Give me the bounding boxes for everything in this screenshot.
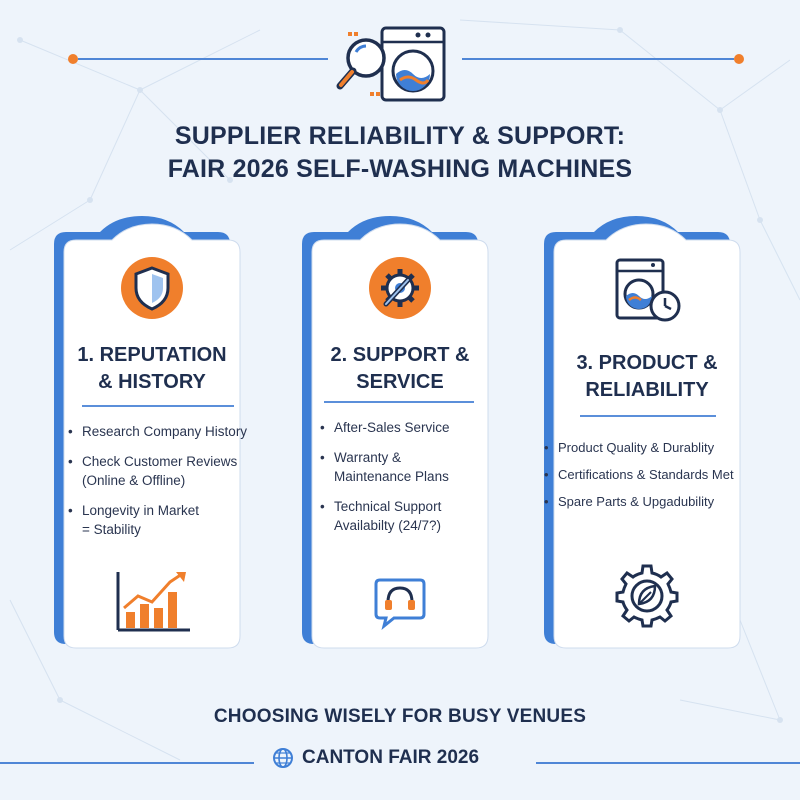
list-item: Spare Parts & Upgadubility: [544, 492, 754, 511]
shield-icon: [121, 257, 183, 319]
card-frame: [544, 216, 741, 649]
list-item: Check Customer Reviews (Online & Offline): [68, 452, 252, 490]
card-bullet-list: After-Sales Service Warranty & Maintenanc…: [320, 418, 498, 546]
list-item-line-1: Technical Support: [334, 499, 442, 514]
page-title-line-2: FAIR 2026 SELF-WASHING MACHINES: [167, 155, 633, 183]
globe-icon: [273, 748, 293, 768]
page-title-line-1: SUPPLIER RELIABILITY & SUPPORT:: [174, 122, 626, 150]
washer-clock-icon: [615, 258, 681, 322]
header-dot-left: [68, 54, 78, 64]
list-item-line-2: (Online & Offline): [82, 473, 186, 488]
list-item: Research Company History: [68, 422, 252, 441]
footer-tagline: CHOOSING WISELY FOR BUSY VENUES: [213, 706, 587, 727]
card-support-service: 2. SUPPORT & SERVICE After-Sales Service…: [298, 216, 502, 652]
list-item: Longevity in Market = Stability: [68, 501, 252, 539]
list-item: Warranty & Maintenance Plans: [320, 448, 498, 486]
footer-line-right: [536, 762, 800, 764]
card-product-reliability: 3. PRODUCT & RELIABILITY Product Quality…: [540, 216, 744, 652]
card-icon-wrap: [298, 256, 502, 320]
card-bottom-icon-wrap: [540, 562, 754, 630]
list-item: After-Sales Service: [320, 418, 498, 437]
card-bottom-icon-wrap: [298, 574, 502, 630]
card-title-line-2: SERVICE: [356, 371, 444, 393]
card-title-line-2: RELIABILITY: [585, 379, 709, 401]
list-item-line-2: = Stability: [82, 522, 141, 537]
gear-leaf-icon: [615, 564, 679, 628]
card-icon-wrap: [540, 254, 754, 326]
header-line-left: [78, 58, 328, 60]
list-item: Certifications & Standards Met: [544, 465, 754, 484]
card-bullet-list: Product Quality & Durablity Certificatio…: [544, 438, 754, 519]
card-title-line-1: 3. PRODUCT &: [576, 352, 718, 374]
card-bullet-list: Research Company History Check Customer …: [68, 422, 252, 550]
card-reputation-history: 1. REPUTATION & HISTORY Research Company…: [50, 216, 254, 652]
wrench-gear-icon: [369, 257, 431, 319]
card-title: 3. PRODUCT & RELIABILITY: [540, 350, 754, 404]
footer-brand: CANTON FAIR 2026: [272, 747, 479, 769]
headset-chat-icon: [374, 578, 426, 630]
magnifier-washing-machine-icon: [336, 26, 446, 102]
card-divider: [324, 401, 474, 403]
footer-brand-text: CANTON FAIR 2026: [302, 747, 480, 768]
footer-line-left: [0, 762, 254, 764]
list-item-line-1: Research Company History: [82, 424, 248, 439]
list-item-line-1: Longevity in Market: [82, 503, 200, 518]
list-item-line-1: Check Customer Reviews: [82, 454, 238, 469]
card-icon-wrap: [50, 256, 254, 320]
growth-chart-icon: [116, 572, 190, 632]
list-item-line-1: Product Quality & Durablity: [558, 440, 715, 455]
list-item-line-2: Availabilty (24/7?): [334, 518, 442, 533]
card-title: 2. SUPPORT & SERVICE: [298, 342, 502, 396]
card-title-line-1: 1. REPUTATION: [77, 344, 227, 366]
header-dot-right: [734, 54, 744, 64]
card-title-line-1: 2. SUPPORT &: [330, 344, 470, 366]
list-item-line-1: Warranty &: [334, 450, 402, 465]
card-divider: [580, 415, 716, 417]
card-bottom-icon-wrap: [50, 568, 254, 634]
list-item-line-2: Maintenance Plans: [334, 469, 449, 484]
list-item: Product Quality & Durablity: [544, 438, 754, 457]
list-item-line-1: Certifications & Standards Met: [558, 467, 734, 482]
list-item-line-1: After-Sales Service: [334, 420, 450, 435]
header-line-right: [462, 58, 734, 60]
card-divider: [82, 405, 234, 407]
page-title: SUPPLIER RELIABILITY & SUPPORT: FAIR 202…: [0, 120, 800, 186]
card-title: 1. REPUTATION & HISTORY: [50, 342, 254, 396]
card-title-line-2: & HISTORY: [98, 371, 206, 393]
list-item-line-1: Spare Parts & Upgadubility: [558, 494, 715, 509]
